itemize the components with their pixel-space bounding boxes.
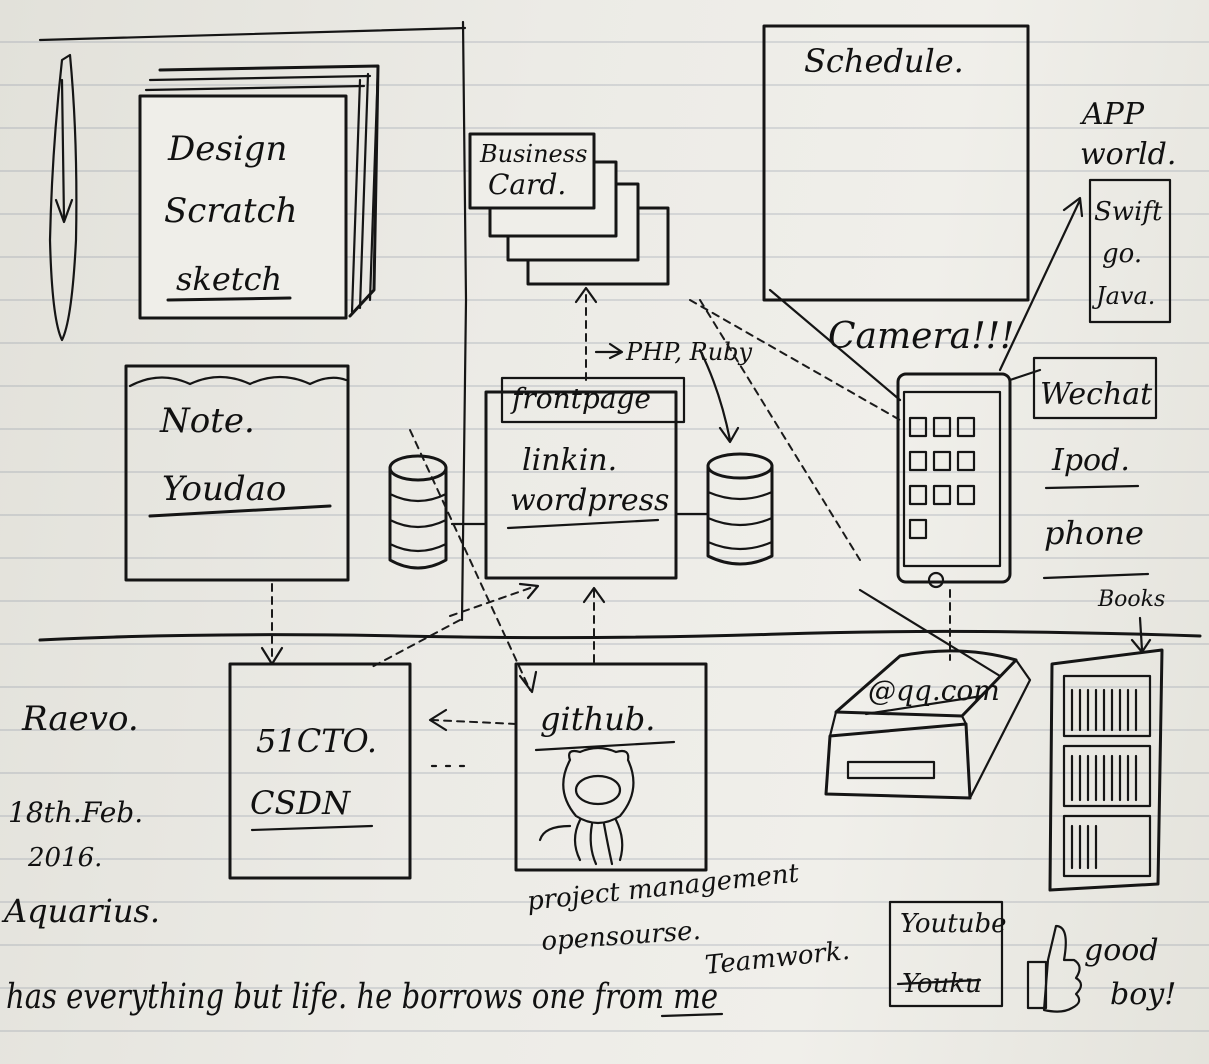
languages-label: PHP, Ruby [625,338,753,366]
line-phone-to-email [858,588,1002,678]
good-boy-line-2: boy! [1110,977,1176,1012]
arrow-phone-to-appworld [998,196,1084,372]
vertical-divider [460,20,468,622]
video-box [888,900,1004,1008]
video-line-1: Youtube [900,909,1007,939]
frontpage-line-2: wordpress [510,483,669,518]
line-schedule-to-phone [768,288,902,402]
csdn-underline [250,824,374,832]
youku-strike [896,978,982,986]
dash-github-to-csdn [431,719,517,725]
project-notes-line-1: project management [526,859,801,917]
motto-underline [660,1012,724,1018]
device-item-2: Ipod. [1051,443,1130,478]
email-device [824,649,1032,800]
dash-card-to-phone [689,299,901,421]
business-card-stack [468,132,670,286]
signature-sign: Aquarius. [1,892,160,930]
signature-date-2: 2016. [27,843,102,873]
schedule-label: Schedule. [804,42,964,80]
email-underline [864,694,984,716]
bookshelf-icon [1048,648,1164,892]
good-boy-line-1: good [1084,933,1159,968]
arrow-php-to-db [698,348,740,444]
app-world-item-2: go. [1102,239,1142,269]
app-world-title-2: world. [1080,137,1176,172]
signature-name: Raevo. [21,699,139,739]
arrow-to-php [594,342,624,360]
books-label: Books [1097,587,1165,612]
github-box [514,662,708,872]
frontpage-header: frontpage [510,382,651,415]
email-label: @qq.com [868,674,1000,707]
design-line-3: sketch [176,260,282,298]
frontpage-line-1: linkin. [522,443,617,478]
design-line-1: Design [167,129,287,169]
csdn-box [228,662,412,880]
app-world-item-1: Swift [1094,197,1163,227]
app-world-title-1: APP [1079,97,1145,132]
note-underline [148,504,332,518]
thumbs-up-icon [1026,924,1083,1013]
note-line-1: Note. [159,401,255,441]
teamwork-label: Teamwork. [704,936,852,981]
horizontal-divider [38,629,1202,642]
phone-icon [896,372,1012,589]
dash-to-frontpage [449,585,537,617]
ipod-underline [1044,484,1140,490]
github-label: github. [540,700,655,738]
top-rule-line [38,26,467,42]
design-underline [166,296,292,302]
dash-wordpress-to-csdn [369,619,461,669]
business-card-line-1: Business [479,140,587,168]
camera-label: Camera!!! [828,316,1015,357]
design-box [138,64,380,320]
wechat-box [1032,356,1158,420]
csdn-line-1: 51CTO. [256,722,377,760]
line-phone-to-wechat [1008,368,1042,382]
note-box [124,364,350,582]
pen-icon [48,53,78,342]
csdn-line-2: CSDN [250,784,351,822]
dash-left-db-to-github [409,429,531,691]
note-line-2: Youdao [162,469,286,509]
dash-db-to-phone [699,299,861,561]
wordpress-underline [506,518,660,530]
design-line-2: Scratch [164,191,297,231]
github-underline [534,740,676,752]
database-icon-right [706,452,774,566]
app-world-item-3: Java. [1091,282,1155,310]
device-item-1: Wechat [1040,377,1153,412]
device-item-3: phone [1044,514,1144,552]
signature-date-1: 18th.Feb. [8,796,143,829]
business-card-line-2: Card. [488,168,566,201]
phone-underline [1042,572,1150,580]
schedule-box [762,24,1030,302]
octocat-icon [538,746,635,866]
motto-text: has everything but life. he borrows one … [6,977,718,1017]
frontpage-box [484,376,686,580]
app-world-box [1088,178,1172,324]
database-icon-left [388,454,448,570]
project-notes-line-2: opensourse. [540,916,701,957]
